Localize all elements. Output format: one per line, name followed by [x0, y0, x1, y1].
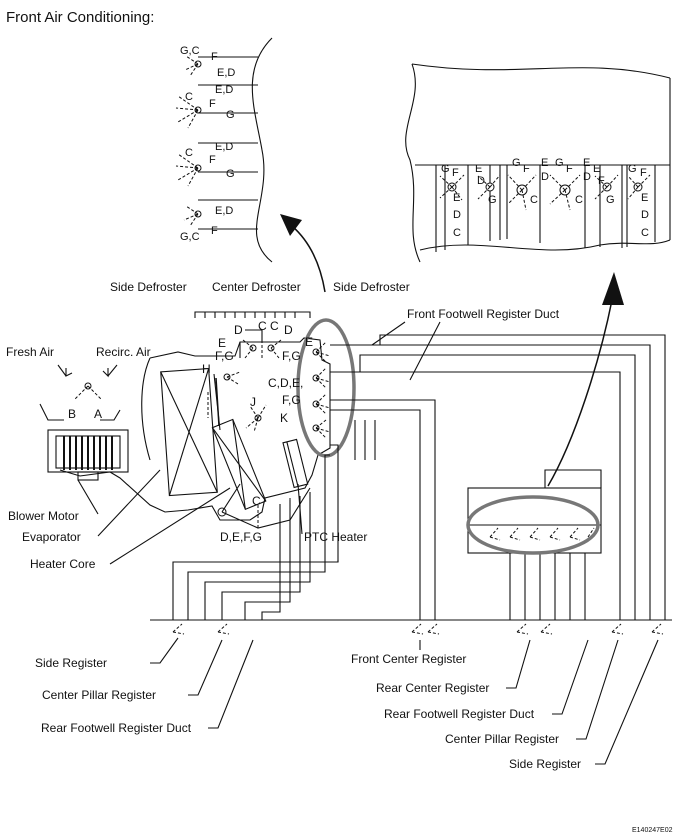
- label-fresh-air: Fresh Air: [6, 345, 54, 359]
- inset-label-ed-3: E,D: [215, 141, 233, 153]
- register-outlets: [150, 619, 672, 635]
- inset-label-c-2: C: [185, 147, 193, 159]
- duct-runs: [172, 334, 666, 620]
- label-side-defroster-left: Side Defroster: [110, 280, 187, 294]
- label-damper-d-2: D: [284, 323, 293, 337]
- fw-label-d-6: D: [641, 209, 649, 221]
- label-rear-footwell-register-duct-left: Rear Footwell Register Duct: [41, 721, 192, 735]
- label-evaporator: Evaporator: [22, 530, 81, 544]
- label-damper-e-2: E: [305, 335, 313, 349]
- defroster-ring-highlight: [296, 318, 356, 458]
- label-heater-core: Heater Core: [30, 557, 96, 571]
- label-damper-fg-3: F,G: [282, 393, 301, 407]
- fw-label-g-3: G: [512, 157, 521, 169]
- inset-label-ed-4: E,D: [215, 205, 233, 217]
- fw-label-c-1: C: [453, 227, 461, 239]
- label-blower-motor: Blower Motor: [8, 509, 79, 523]
- fw-label-d-3: D: [541, 171, 549, 183]
- fw-label-d-2: D: [477, 175, 485, 187]
- label-damper-j: J: [250, 395, 256, 409]
- label-damper-cde: C,D,E,: [268, 376, 303, 390]
- fw-label-e-2: E: [475, 163, 482, 175]
- fw-label-e-1: E: [453, 192, 460, 204]
- fw-label-g-5: G: [606, 194, 615, 206]
- arrow-to-defroster-inset: [280, 214, 326, 293]
- inset-label-f-4: F: [211, 225, 218, 237]
- fw-label-f-3: F: [523, 163, 530, 175]
- label-side-defroster-right: Side Defroster: [333, 280, 410, 294]
- diagram-title: Front Air Conditioning:: [6, 9, 154, 26]
- fw-label-d-1: D: [453, 209, 461, 221]
- inset-label-gc-bottom: G,C: [180, 231, 200, 243]
- label-damper-fg-1: F,G: [215, 349, 234, 363]
- inset-label-f-3: F: [209, 154, 216, 166]
- inset-label-ed-2: E,D: [215, 84, 233, 96]
- label-front-center-register: Front Center Register: [351, 652, 466, 666]
- fw-label-e-4: E: [583, 157, 590, 169]
- label-center-pillar-register-left: Center Pillar Register: [42, 688, 156, 702]
- figure-code: E140247E02: [632, 827, 673, 834]
- label-front-footwell-register-duct: Front Footwell Register Duct: [407, 307, 560, 321]
- fw-label-e-3: E: [541, 157, 548, 169]
- label-damper-c-3: C: [252, 494, 261, 508]
- fw-label-g-2: G: [488, 194, 497, 206]
- fw-label-d-4: D: [583, 171, 591, 183]
- fw-label-g-4: G: [555, 157, 564, 169]
- intake-door: Fresh Air Recirc. Air B A: [6, 345, 151, 421]
- mode-dampers: [312, 341, 331, 439]
- label-damper-defg: D,E,F,G: [220, 530, 262, 544]
- defroster-detail-inset: G,C F E,D E,D C G F C E,D F G E,D G,C F: [175, 37, 273, 263]
- inset-label-gc-top: G,C: [180, 45, 200, 57]
- blower-motor: [47, 429, 129, 481]
- label-damper-fg-2: F,G: [282, 349, 301, 363]
- fw-label-g-6: G: [628, 163, 637, 175]
- label-rear-center-register: Rear Center Register: [376, 681, 489, 695]
- label-side-register-left: Side Register: [35, 656, 107, 670]
- inset-label-f-2: F: [209, 98, 216, 110]
- footwell-dampers: [489, 527, 595, 541]
- label-side-register-right: Side Register: [509, 757, 581, 771]
- inset-label-g-2: G: [226, 168, 235, 180]
- label-center-pillar-register-right: Center Pillar Register: [445, 732, 559, 746]
- label-damper-k: K: [280, 411, 288, 425]
- label-recirc-air: Recirc. Air: [96, 345, 151, 359]
- fw-label-e-6: E: [641, 192, 648, 204]
- fw-label-c-6: C: [641, 227, 649, 239]
- label-damper-a: A: [94, 407, 102, 421]
- label-damper-c-1: C: [258, 319, 267, 333]
- label-damper-c-2: C: [270, 319, 279, 333]
- label-rear-footwell-register-duct-right: Rear Footwell Register Duct: [384, 707, 535, 721]
- inset-label-ed-1: E,D: [217, 67, 235, 79]
- label-damper-d-1: D: [234, 323, 243, 337]
- inset-label-g-1: G: [226, 109, 235, 121]
- footwell-detail-inset: G F E D C E D G G F E D C G F E D C E F …: [405, 63, 671, 263]
- fw-label-c-4: C: [575, 194, 583, 206]
- arrow-to-footwell-inset: [547, 272, 624, 487]
- hvac-unit: [59, 311, 331, 529]
- footwell-ring-highlight: [466, 495, 600, 555]
- fw-label-c-3: C: [530, 194, 538, 206]
- inset-label-f-1: F: [211, 51, 218, 63]
- fw-label-f-4: F: [566, 163, 573, 175]
- label-damper-b: B: [68, 407, 76, 421]
- fw-label-f-6: F: [640, 167, 647, 179]
- fw-label-g-1: G: [441, 163, 450, 175]
- fw-label-f-1: F: [452, 167, 459, 179]
- label-center-defroster: Center Defroster: [212, 280, 301, 294]
- label-damper-h: H: [202, 362, 211, 376]
- fw-label-f-5: F: [598, 175, 605, 187]
- label-damper-e-1: E: [218, 336, 226, 350]
- label-ptc-heater: PTC Heater: [304, 530, 367, 544]
- inset-label-c-1: C: [185, 91, 193, 103]
- fw-label-e-5: E: [593, 163, 600, 175]
